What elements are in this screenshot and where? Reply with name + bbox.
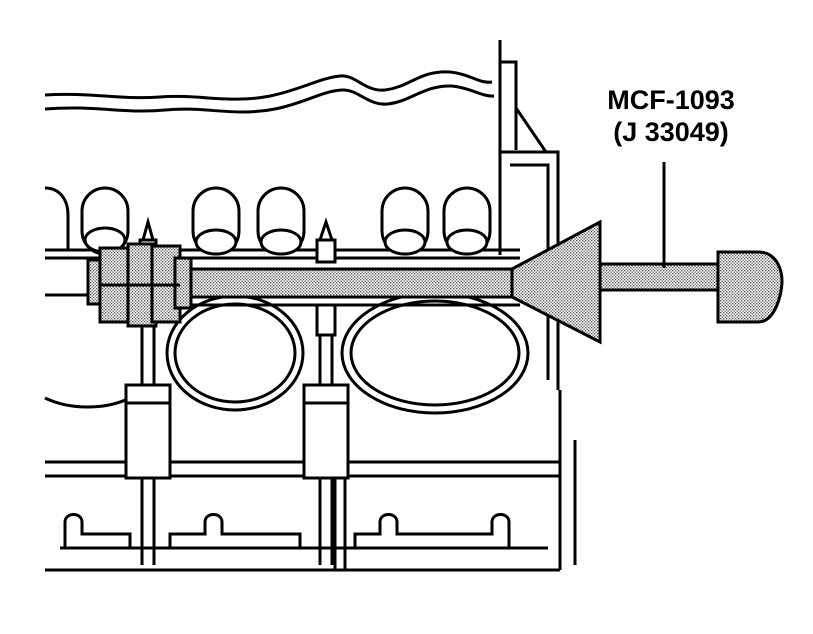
- lifter-left: [124, 216, 172, 565]
- tool-shaft: [178, 267, 522, 299]
- bore-pair-3: [380, 186, 492, 256]
- tool-part-number: MCF-1093: [607, 85, 735, 115]
- tool-cone: [510, 219, 602, 345]
- valve-bores: [44, 186, 492, 256]
- cylinder-head-edge: [44, 70, 495, 114]
- tool-alt-part-number: (J 33049): [613, 117, 729, 147]
- tool-rod: [598, 262, 724, 292]
- tool-handle-knob: [716, 250, 784, 324]
- block-end-plate: [498, 40, 560, 390]
- crank-cutouts: [60, 513, 548, 550]
- bore-pair-1: [80, 186, 130, 256]
- tool-callout-label: MCF-1093 (J 33049): [596, 84, 746, 148]
- tool-mcf-1093: [86, 219, 784, 345]
- bore-pair-2: [191, 186, 306, 256]
- lifter-right: [302, 217, 350, 565]
- tool-nut-assembly: [86, 242, 193, 328]
